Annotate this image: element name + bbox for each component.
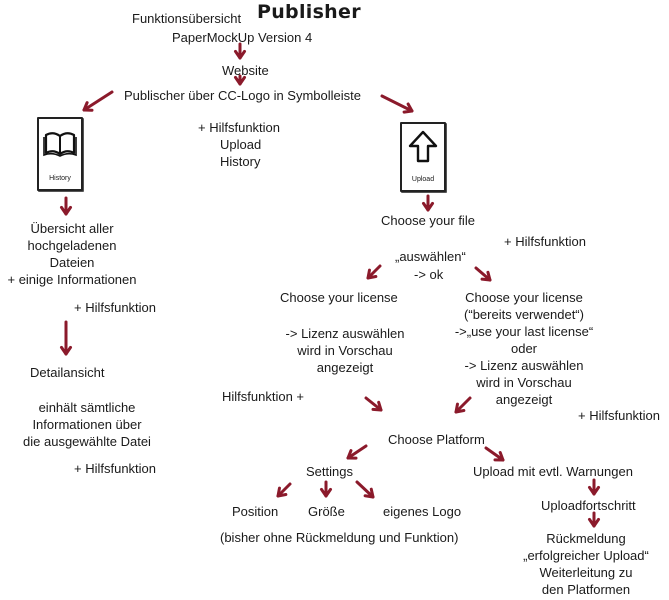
settings-option-logo: eigenes Logo	[383, 504, 462, 519]
settings-option-position: Position	[232, 504, 279, 519]
history-help: + Hilfsfunktion	[74, 300, 157, 315]
license-help-left: Hilfsfunktion +	[222, 389, 305, 404]
upload-progress-node: Uploadfortschritt	[541, 498, 636, 513]
detail-view-text: einhält sämtliche Informationen über die…	[23, 400, 151, 449]
detail-help: + Hilfsfunktion	[74, 461, 157, 476]
ok-label: -> ok	[414, 267, 444, 282]
history-card-label: History	[49, 175, 71, 182]
arrow-right-to-platform	[454, 396, 472, 414]
website-node: Website	[222, 63, 269, 78]
settings-node: Settings	[306, 464, 353, 479]
arrow-upload-to-progress	[587, 478, 601, 496]
arrow-website-to-publisher	[233, 74, 247, 86]
arrow-history-to-overview	[59, 196, 73, 216]
upload-feedback: Rückmeldung „erfolgreicher Upload“ Weite…	[523, 531, 649, 597]
arrow-overview-to-detail	[59, 320, 73, 356]
choose-file-help: + Hilfsfunktion	[504, 234, 587, 249]
history-card[interactable]: History	[37, 117, 83, 191]
choose-platform-node: Choose Platform	[388, 432, 485, 447]
license-left-text: -> Lizenz auswählen wird in Vorschau ang…	[285, 326, 405, 375]
choose-file-node: Choose your file	[381, 213, 475, 228]
arrow-settings-to-position	[276, 482, 292, 498]
license-left-node: Choose your license	[280, 290, 398, 305]
center-history: History	[220, 154, 261, 169]
upload-card[interactable]: Upload	[400, 122, 446, 192]
center-upload: Upload	[220, 137, 262, 152]
publisher-entry-node: Publischer über CC-Logo in Symbolleiste	[124, 88, 362, 103]
title-prefix: Funktionsübersicht	[132, 11, 242, 26]
arrow-left-to-platform	[364, 396, 383, 412]
arrow-settings-to-logo	[355, 480, 375, 499]
arrow-title-to-version	[233, 42, 247, 60]
arrow-progress-to-feedback	[587, 511, 601, 528]
license-help-right: + Hilfsfunktion	[578, 408, 661, 423]
settings-option-size: Größe	[308, 504, 345, 519]
arrow-file-to-license-right	[474, 266, 492, 282]
version-label: PaperMockUp Version 4	[172, 30, 313, 45]
history-overview: Übersicht aller hochgeladenen Dateien + …	[7, 221, 137, 287]
upload-arrow-icon	[408, 130, 438, 163]
app-title: Publisher	[257, 1, 361, 23]
arrow-upload-to-file	[421, 194, 435, 212]
open-book-icon	[43, 132, 77, 157]
settings-note: (bisher ohne Rückmeldung und Funktion)	[220, 530, 459, 545]
arrow-to-upload	[380, 94, 414, 114]
upload-warnings-node: Upload mit evtl. Warnungen	[473, 464, 633, 479]
arrow-platform-to-settings	[346, 444, 368, 460]
upload-card-label: Upload	[411, 176, 435, 183]
detail-view-title: Detailansicht	[30, 365, 105, 380]
center-help: + Hilfsfunktion	[198, 120, 281, 135]
arrow-settings-to-size	[319, 480, 333, 498]
license-right-node: Choose your license (“bereits verwendet“…	[454, 290, 594, 407]
arrow-platform-to-upload	[484, 446, 505, 462]
select-label: „auswählen“	[395, 249, 466, 264]
arrow-file-to-license-left	[366, 264, 382, 280]
arrow-to-history	[82, 90, 114, 112]
